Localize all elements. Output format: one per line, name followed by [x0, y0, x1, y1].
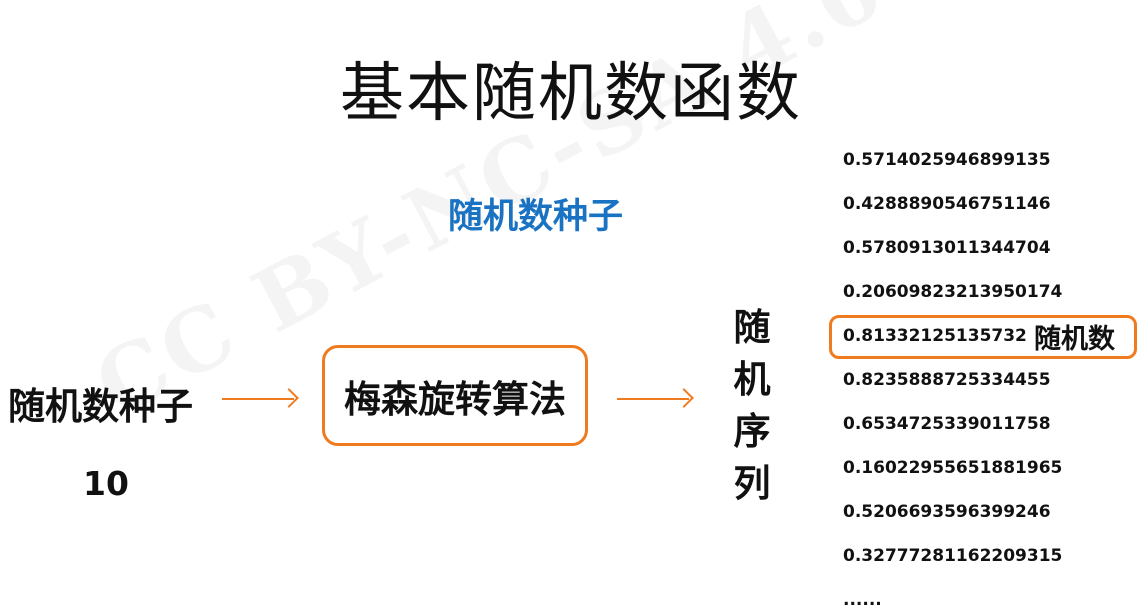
sequence-label-char: 序	[733, 410, 771, 453]
highlight-box	[829, 315, 1137, 359]
list-item: 0.4288890546751146	[843, 194, 1051, 214]
seed-heading: 随机数种子	[448, 197, 624, 237]
sequence-label-char: 机	[733, 358, 771, 401]
list-item: 0.5714025946899135	[843, 150, 1051, 170]
algorithm-label: 梅森旋转算法	[344, 377, 566, 421]
seed-value: 10	[83, 464, 129, 503]
list-item: 0.20609823213950174	[843, 282, 1063, 302]
list-item: 0.81332125135732	[843, 326, 1027, 346]
list-item: 0.16022955651881965	[843, 458, 1063, 478]
seed-label: 随机数种子	[8, 385, 193, 428]
arrow-right-icon	[222, 398, 294, 400]
list-item: 0.32777281162209315	[843, 546, 1063, 566]
sequence-label: 随 机 序 列	[726, 302, 778, 510]
sequence-label-char: 随	[733, 306, 771, 349]
list-item: 0.6534725339011758	[843, 414, 1051, 434]
algorithm-box: 梅森旋转算法	[322, 345, 588, 446]
highlight-label: 随机数	[1034, 324, 1115, 355]
slide-title: 基本随机数函数	[340, 57, 802, 131]
list-item: 0.5780913011344704	[843, 238, 1051, 258]
list-item: 0.8235888725334455	[843, 370, 1051, 390]
sequence-label-char: 列	[733, 462, 771, 505]
arrow-right-icon	[617, 398, 689, 400]
random-number-list: 0.5714025946899135 0.4288890546751146 0.…	[843, 148, 1062, 612]
list-item: ......	[843, 590, 882, 610]
list-item: 0.5206693596399246	[843, 502, 1051, 522]
